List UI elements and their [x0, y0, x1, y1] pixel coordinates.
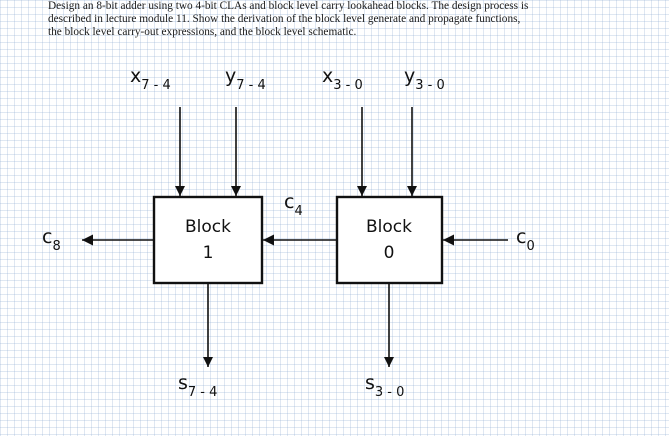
- var-c: c: [284, 191, 294, 213]
- subscript: 7 - 4: [188, 385, 218, 400]
- subscript: 4: [294, 204, 302, 219]
- var-s: s: [178, 372, 188, 394]
- subscript: 3 - 0: [375, 385, 405, 400]
- subscript: 0: [526, 239, 534, 254]
- block-1-number: 1: [203, 243, 214, 263]
- output-label-s-hi: s7 - 4: [178, 372, 217, 400]
- block-0: [335, 195, 444, 285]
- block-1: [152, 195, 264, 285]
- subscript: 3 - 0: [415, 78, 445, 93]
- question-text: Design an 8-bit adder using two 4-bit CL…: [48, 0, 648, 39]
- var-s: s: [365, 372, 375, 394]
- input-label-y-lo: y3 - 0: [404, 65, 445, 93]
- block-0-title: Block: [366, 217, 412, 237]
- question-line: Design an 8-bit adder using two 4-bit CL…: [48, 0, 529, 12]
- input-label-x-hi: x7 - 4: [130, 65, 171, 93]
- question-line: described in lecture module 11. Show the…: [48, 13, 521, 25]
- input-label-y-hi: y7 - 4: [225, 65, 266, 93]
- subscript: 7 - 4: [141, 78, 171, 93]
- carry-label-c0: c0: [516, 226, 535, 254]
- var-c: c: [42, 226, 52, 248]
- subscript: 3 - 0: [333, 78, 363, 93]
- input-label-x-lo: x3 - 0: [322, 65, 363, 93]
- var-c: c: [516, 226, 526, 248]
- var-y: y: [404, 65, 415, 87]
- carry-label-c4: c4: [284, 191, 303, 219]
- var-y: y: [225, 65, 236, 87]
- carry-label-c8: c8: [42, 226, 61, 254]
- block-1-title: Block: [185, 217, 231, 237]
- output-label-s-lo: s3 - 0: [365, 372, 404, 400]
- var-x: x: [322, 65, 333, 87]
- block-0-number: 0: [384, 243, 395, 263]
- subscript: 7 - 4: [236, 78, 266, 93]
- var-x: x: [130, 65, 141, 87]
- question-line: the block level carry-out expressions, a…: [48, 26, 357, 38]
- subscript: 8: [52, 239, 60, 254]
